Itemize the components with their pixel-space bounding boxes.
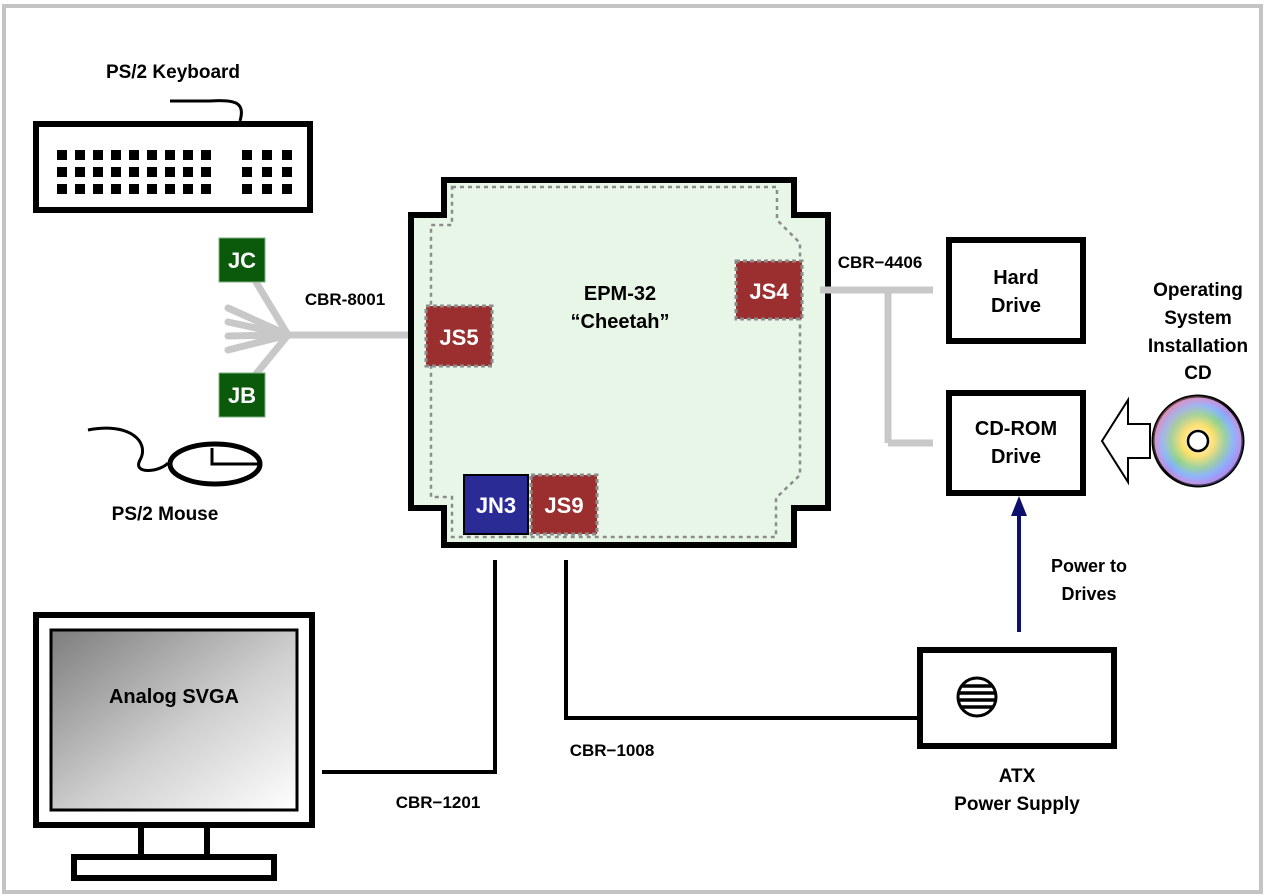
connector-jb: JB bbox=[218, 372, 266, 418]
keyboard-cable bbox=[170, 99, 243, 122]
insert-cd-arrow-icon bbox=[1100, 396, 1151, 486]
keyboard-key bbox=[242, 184, 252, 194]
monitor-label: Analog SVGA bbox=[109, 686, 239, 708]
monitor-icon bbox=[33, 612, 315, 881]
connector-jn3: JN3 bbox=[463, 474, 529, 535]
cdrom-label-1: CD-ROM bbox=[975, 418, 1057, 440]
power-supply-icon bbox=[917, 647, 1117, 749]
keyboard-key bbox=[183, 184, 193, 194]
keyboard-key bbox=[262, 184, 272, 194]
connector-js5-label: JS5 bbox=[439, 325, 478, 350]
os-cd-label-2: System bbox=[1164, 308, 1232, 329]
keyboard-key bbox=[93, 150, 103, 160]
keyboard-key bbox=[111, 167, 121, 177]
keyboard-key bbox=[262, 167, 272, 177]
keyboard-key bbox=[147, 184, 157, 194]
keyboard-key bbox=[129, 150, 139, 160]
mouse-icon bbox=[87, 426, 263, 487]
board-outline bbox=[408, 177, 831, 548]
cable-cbr-1201 bbox=[322, 560, 497, 774]
connector-js9: JS9 bbox=[529, 473, 599, 536]
keyboard-key bbox=[75, 150, 85, 160]
power-to-drives-label-1: Power to bbox=[1051, 556, 1127, 576]
psu-label-1: ATX bbox=[999, 766, 1036, 787]
keyboard-key bbox=[93, 167, 103, 177]
keyboard-key bbox=[201, 184, 211, 194]
keyboard-key bbox=[183, 167, 193, 177]
os-cd-label-4: CD bbox=[1184, 363, 1211, 384]
board-nickname: “Cheetah” bbox=[571, 311, 670, 333]
keyboard-label: PS/2 Keyboard bbox=[106, 62, 240, 83]
connector-js9-label: JS9 bbox=[544, 493, 583, 518]
keyboard-key bbox=[111, 150, 121, 160]
hard-drive-box bbox=[946, 237, 1086, 344]
outer-frame bbox=[2, 4, 1263, 894]
keyboard-key bbox=[282, 167, 292, 177]
keyboard-key bbox=[111, 184, 121, 194]
keyboard-key bbox=[147, 150, 157, 160]
keyboard-key bbox=[147, 167, 157, 177]
cable-cbr-4406 bbox=[820, 286, 933, 447]
os-cd-label-3: Installation bbox=[1148, 336, 1248, 357]
keyboard-key bbox=[165, 184, 175, 194]
keyboard-key bbox=[183, 150, 193, 160]
power-to-drives-label-2: Drives bbox=[1061, 584, 1116, 604]
keyboard-key bbox=[262, 150, 272, 160]
connector-js4-label: JS4 bbox=[749, 279, 789, 304]
keyboard-icon bbox=[33, 99, 313, 213]
connector-js4: JS4 bbox=[734, 259, 804, 321]
cd-disc-icon bbox=[1151, 394, 1245, 488]
cable-cbr-1008 bbox=[564, 560, 920, 720]
cable-label-cbr-8001: CBR-8001 bbox=[305, 290, 385, 309]
cable-label-cbr-1008: CBR−1008 bbox=[570, 741, 655, 760]
keyboard-key bbox=[75, 167, 85, 177]
keyboard-keys bbox=[57, 150, 292, 194]
os-cd-label-1: Operating bbox=[1153, 280, 1243, 301]
keyboard-key bbox=[57, 167, 67, 177]
keyboard-key bbox=[165, 167, 175, 177]
keyboard-key bbox=[93, 184, 103, 194]
connector-jb-label: JB bbox=[228, 383, 256, 408]
cable-cbr-8001 bbox=[224, 278, 436, 378]
connector-js5: JS5 bbox=[424, 304, 494, 368]
hard-drive-label-2: Drive bbox=[991, 295, 1041, 317]
keyboard-key bbox=[201, 150, 211, 160]
keyboard-key bbox=[75, 184, 85, 194]
keyboard-key bbox=[57, 150, 67, 160]
keyboard-key bbox=[129, 184, 139, 194]
keyboard-key bbox=[165, 150, 175, 160]
cdrom-drive-box bbox=[946, 390, 1086, 496]
cable-label-cbr-4406: CBR−4406 bbox=[838, 253, 923, 272]
mouse-buttons bbox=[210, 448, 258, 466]
connector-jc-label: JC bbox=[228, 248, 256, 273]
mouse-label: PS/2 Mouse bbox=[112, 504, 219, 525]
board-name: EPM-32 bbox=[584, 283, 656, 305]
keyboard-key bbox=[282, 150, 292, 160]
keyboard-key bbox=[282, 184, 292, 194]
hard-drive-label-1: Hard bbox=[993, 267, 1039, 289]
mouse-cable bbox=[87, 426, 170, 472]
psu-label-2: Power Supply bbox=[954, 794, 1080, 815]
connector-jn3-label: JN3 bbox=[476, 493, 516, 518]
connector-jc: JC bbox=[218, 237, 266, 283]
cable-label-cbr-1201: CBR−1201 bbox=[396, 793, 481, 812]
keyboard-key bbox=[201, 167, 211, 177]
keyboard-key bbox=[242, 167, 252, 177]
keyboard-key bbox=[129, 167, 139, 177]
power-to-drives-arrow-icon bbox=[1011, 496, 1027, 632]
keyboard-key bbox=[57, 184, 67, 194]
keyboard-key bbox=[242, 150, 252, 160]
cdrom-label-2: Drive bbox=[991, 446, 1041, 468]
